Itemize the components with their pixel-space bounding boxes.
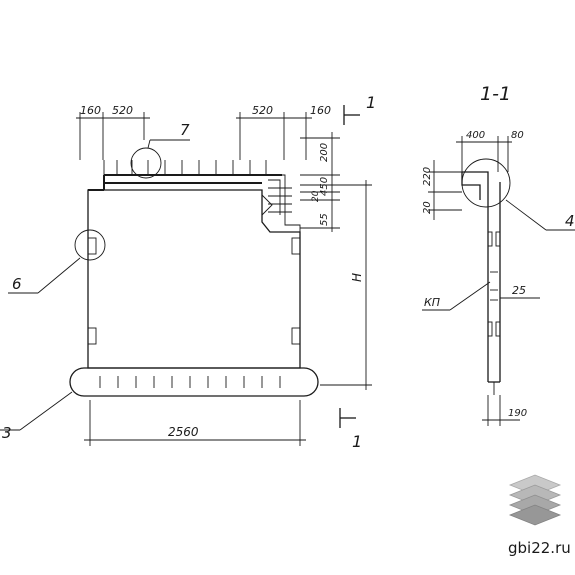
- panel-outline: [87, 189, 301, 369]
- dim-top-right: [236, 112, 312, 160]
- callout-4: 4: [565, 212, 575, 230]
- dim-top-right-a: 520: [252, 104, 273, 117]
- cut-mark-top-label: 1: [366, 93, 376, 112]
- dim-side-left-a: 220: [422, 167, 433, 186]
- embedded-plate-right-2: [291, 327, 301, 345]
- dim-side-left: [428, 160, 462, 220]
- callout-6: 6: [12, 275, 22, 293]
- dim-top-left-a: 160: [80, 104, 101, 117]
- cut-mark-bottom: [339, 408, 356, 428]
- top-beam: [88, 174, 282, 191]
- dim-right-200: 200: [319, 143, 330, 162]
- embedded-plate-right-1: [291, 237, 301, 255]
- dim-side-top-b: 80: [511, 130, 524, 141]
- front-view: 160 520 520 160 200 450 20 55: [0, 93, 376, 451]
- callout-circle-6: [74, 229, 106, 261]
- dim-side-right: 25: [512, 284, 526, 297]
- dim-right-450: 450: [319, 177, 330, 196]
- label-kp: КП: [424, 296, 440, 309]
- corner-detail: [261, 174, 301, 232]
- leader-kp: [422, 281, 491, 311]
- embedded-plate-left-1: [87, 237, 97, 255]
- bottom-beam: [69, 367, 319, 397]
- callout-circle-7: [130, 147, 162, 179]
- side-view: 1-1 400 80: [422, 83, 575, 426]
- dim-height: [300, 180, 372, 390]
- cut-mark-top: [343, 105, 360, 125]
- dim-side-left-b: 20: [422, 201, 433, 214]
- watermark: gbi22.ru: [508, 474, 571, 557]
- dim-top-left: [76, 112, 150, 160]
- callout-circle-4: [461, 158, 511, 208]
- dim-width-label: 2560: [168, 425, 199, 439]
- bottom-rebars: [99, 376, 281, 388]
- dim-height-label: H: [350, 273, 364, 282]
- section-inner: [487, 231, 501, 395]
- dim-top-left-b: 520: [112, 104, 133, 117]
- dim-right-55: 55: [319, 213, 330, 226]
- dim-side-bottom: [482, 395, 520, 426]
- section-title: 1-1: [480, 83, 511, 105]
- leader-4: [505, 199, 575, 231]
- callout-3: 3: [2, 424, 12, 442]
- dim-width: [84, 400, 306, 446]
- dim-right-20: 20: [311, 190, 321, 202]
- callout-7: 7: [180, 121, 190, 139]
- dim-right-chain: [300, 132, 340, 232]
- watermark-text: gbi22.ru: [508, 539, 571, 557]
- layers-icon: [508, 474, 562, 526]
- cut-mark-bottom-label: 1: [352, 432, 362, 451]
- section-body: [461, 171, 501, 383]
- dim-side-bottom-label: 190: [508, 408, 527, 419]
- dim-side-top-a: 400: [466, 130, 485, 141]
- top-rebars: [103, 160, 267, 175]
- dim-side-top: [456, 136, 512, 172]
- embedded-plate-left-2: [87, 327, 97, 345]
- callout-leaders: [0, 139, 190, 431]
- dim-top-right-b: 160: [310, 104, 331, 117]
